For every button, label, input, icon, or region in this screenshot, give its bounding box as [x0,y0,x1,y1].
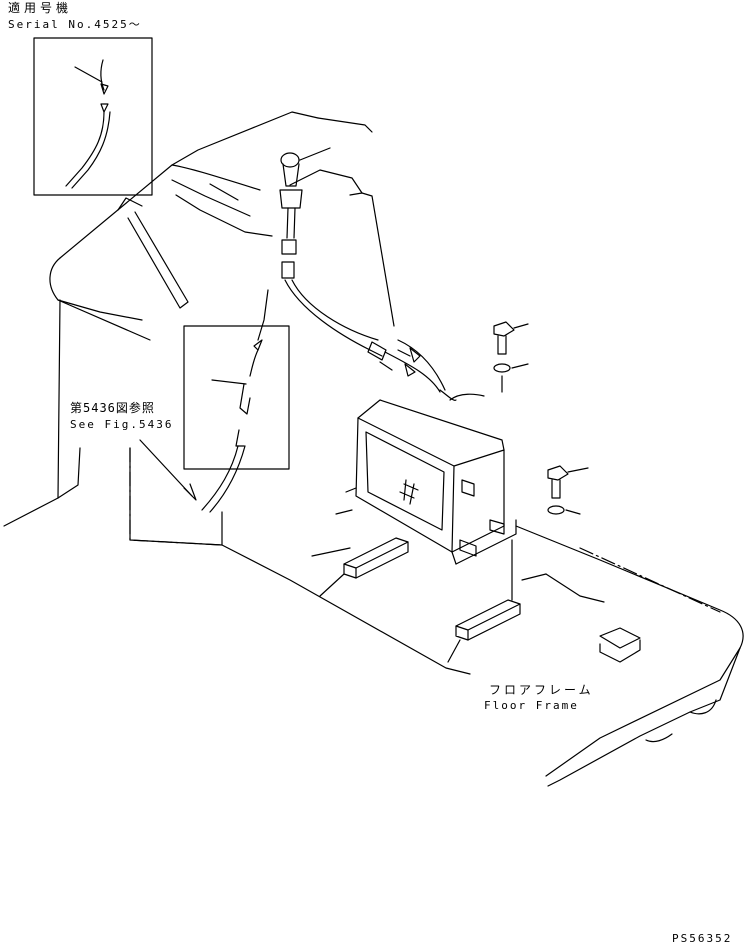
reference-arrow-upper [117,197,189,309]
floor-frame-jp-label: フロアフレーム [489,683,594,697]
floor-frame-label: Floor Frame [484,699,579,712]
mount-block-left [319,537,409,597]
see-figure-label: See Fig.5436 [70,418,174,431]
serial-number-label: Serial No.4525～ [8,18,142,31]
inset-detail-middle [183,325,290,513]
switch-assembly [257,147,446,393]
floor-frame [515,525,744,787]
mount-block-right [447,539,521,663]
see-figure-jp-label: 第5436図参照 [70,401,155,415]
control-box [335,389,517,565]
bolt-lower [547,465,589,515]
see-figure-arrow [139,439,197,501]
bolt-upper [493,321,529,393]
cab-body-outline [3,111,471,675]
document-id-label: PS56352 [672,932,733,945]
applicable-serial-jp-label: 適用号機 [8,1,73,15]
inset-detail-upper [33,37,153,196]
